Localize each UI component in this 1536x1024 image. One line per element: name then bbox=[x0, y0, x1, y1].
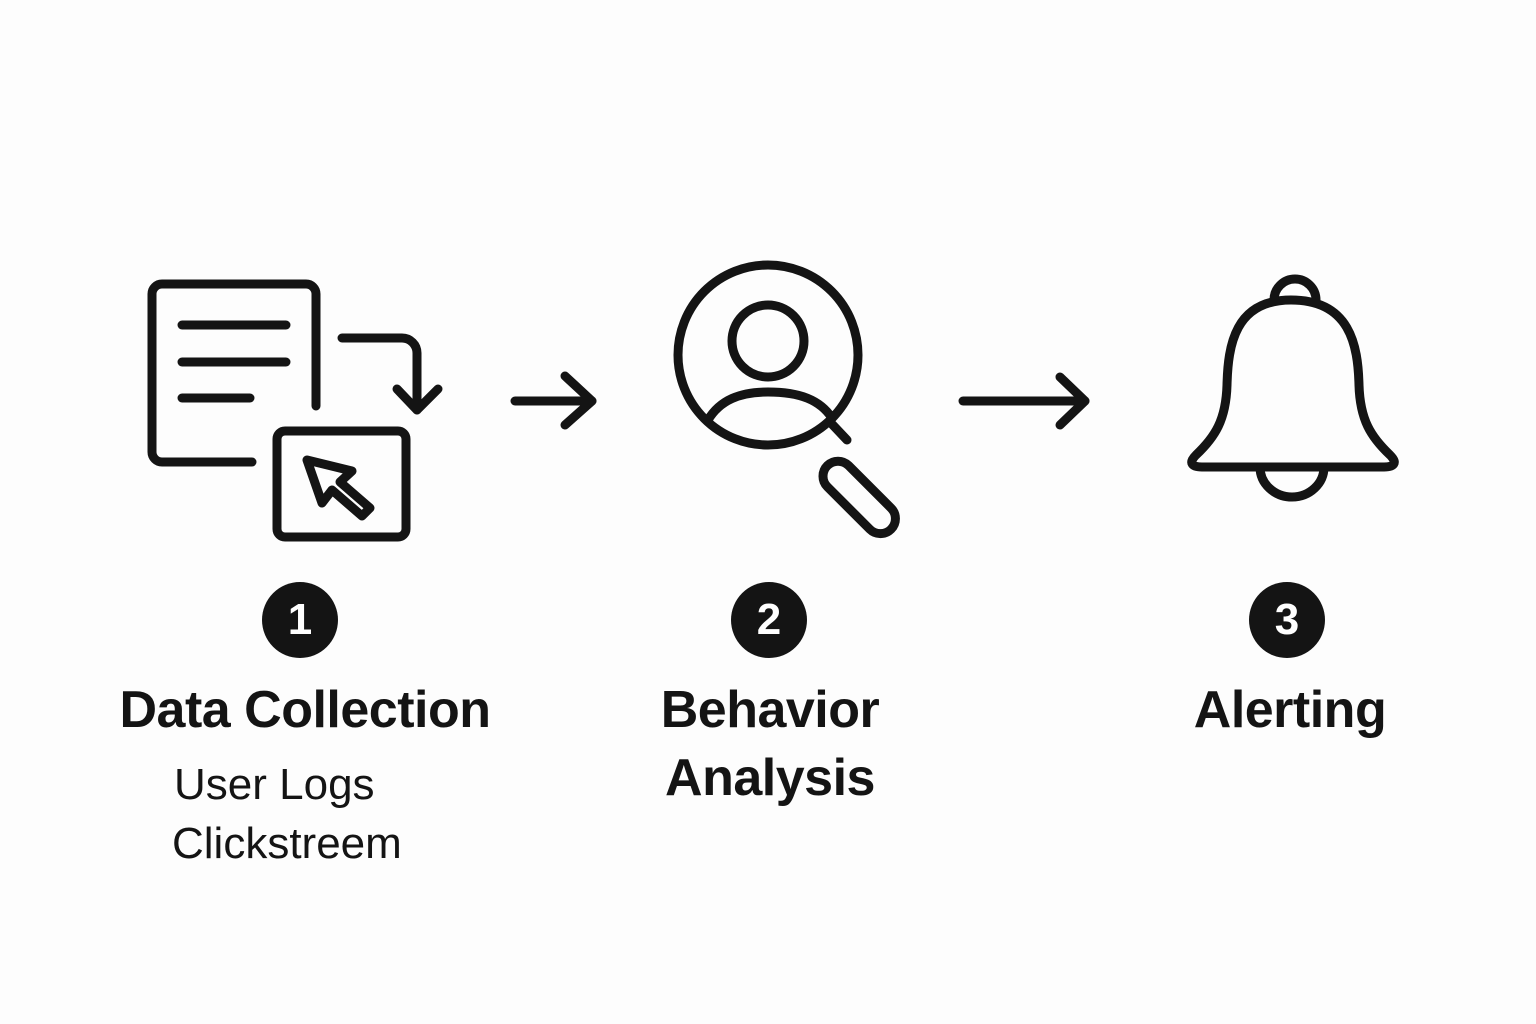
step-title-analysis: Analysis bbox=[665, 749, 875, 807]
curved-arrow-down-icon bbox=[337, 333, 443, 415]
step-title-alerting: Alerting bbox=[1193, 681, 1387, 739]
document-icon bbox=[147, 279, 321, 467]
cursor-window-icon bbox=[272, 426, 411, 542]
step-number-badge-2: 2 bbox=[731, 582, 807, 658]
step-number-badge-1: 1 bbox=[262, 582, 338, 658]
step-title-data-collection: Data Collection bbox=[119, 681, 492, 739]
step-detail-clickstream: Clickstreem bbox=[172, 819, 402, 868]
step-number-badge-3: 3 bbox=[1249, 582, 1325, 658]
step-detail-user-logs: User Logs bbox=[174, 760, 375, 809]
step-title-behavior: Behavior bbox=[660, 681, 880, 739]
